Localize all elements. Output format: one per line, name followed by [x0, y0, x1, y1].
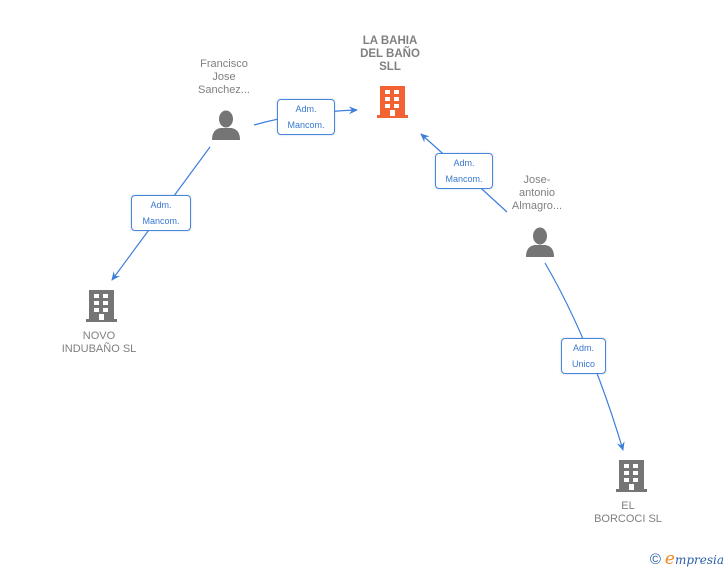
edge-label-jose-antonio-la-bahia[interactable]: Adm. Mancom. — [435, 153, 493, 189]
edge-label-jose-antonio-borcoci[interactable]: Adm. Unico — [561, 338, 606, 374]
building-icon-borcoci[interactable] — [616, 460, 647, 492]
edge-label-francisco-novo[interactable]: Adm. Mancom. — [131, 195, 191, 231]
person-icon-jose-antonio[interactable] — [526, 227, 554, 258]
edge-label-francisco-la-bahia[interactable]: Adm. Mancom. — [277, 99, 335, 135]
node-label-borcoci[interactable]: EL BORCOCI SL — [594, 500, 662, 525]
node-label-la-bahia[interactable]: LA BAHIA DEL BAÑO SLL — [360, 35, 420, 73]
copyright-icon: © — [649, 550, 661, 568]
empresia-logo: empresia — [665, 549, 724, 569]
brand-initial: e — [664, 549, 675, 569]
node-label-francisco[interactable]: Francisco Jose Sanchez... — [198, 58, 250, 96]
building-icon-novo[interactable] — [86, 290, 117, 322]
building-icon-la-bahia[interactable] — [377, 86, 408, 118]
empresia-credit[interactable]: © empresia — [650, 549, 724, 569]
node-label-novo[interactable]: NOVO INDUBAÑO SL — [61, 330, 137, 355]
brand-name: mpresia — [674, 553, 724, 567]
person-icon-francisco[interactable] — [212, 110, 240, 141]
node-label-jose-antonio[interactable]: Jose- antonio Almagro... — [511, 174, 563, 212]
